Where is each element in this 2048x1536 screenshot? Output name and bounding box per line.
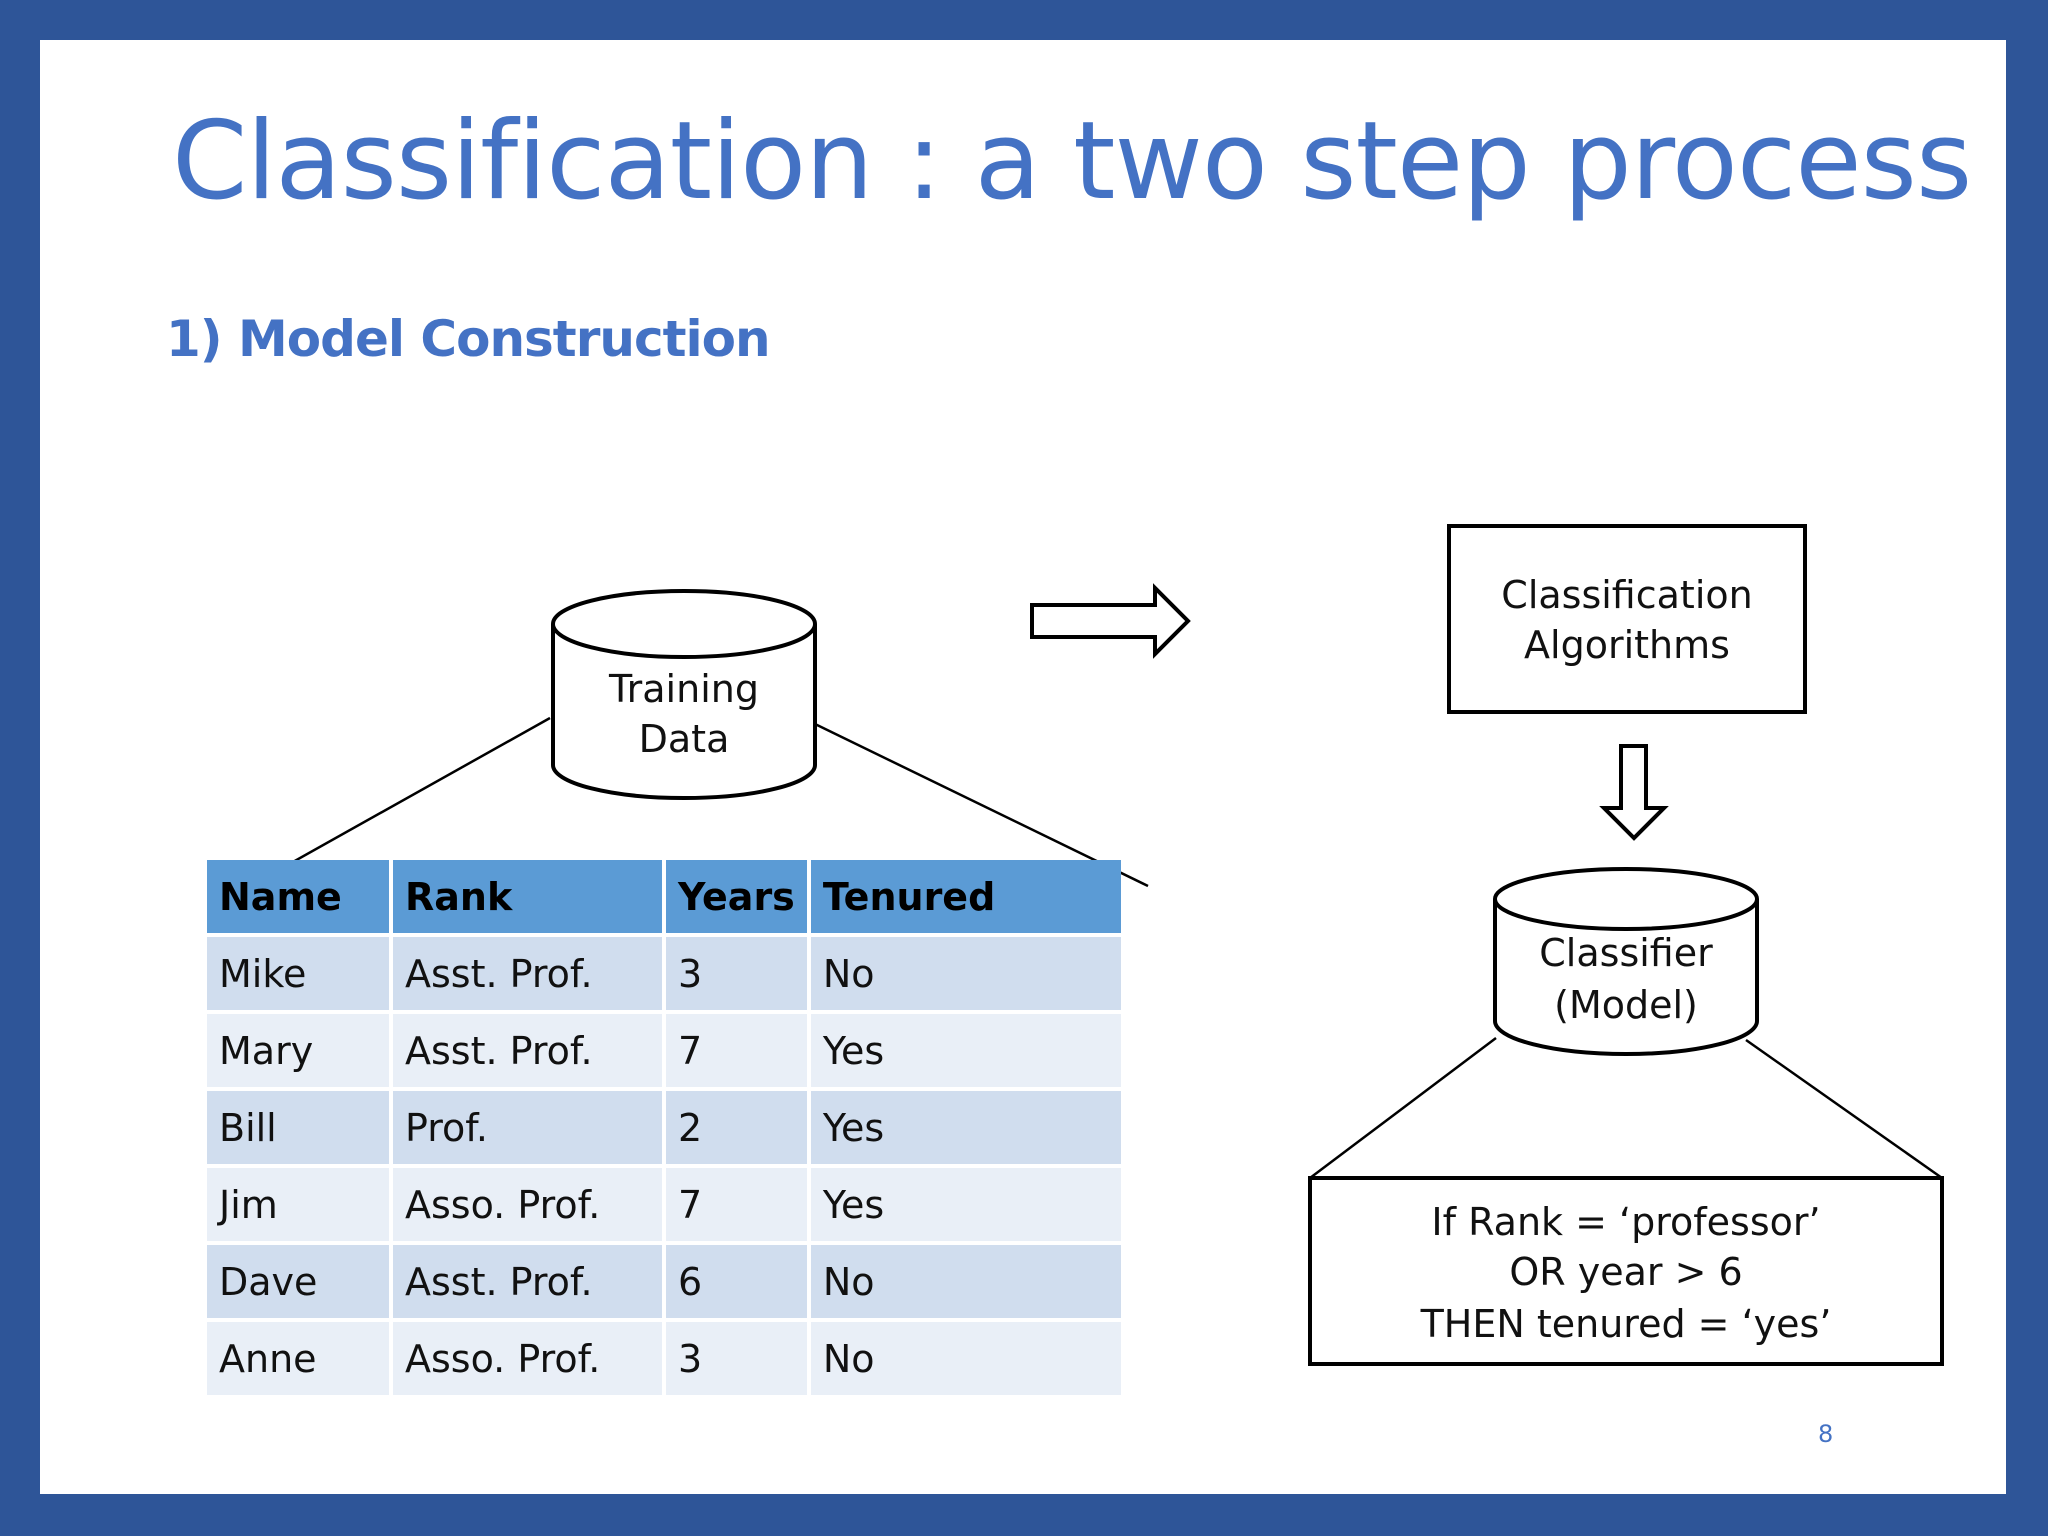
cell-rank: Asst. Prof. (393, 1245, 662, 1318)
training-data-cylinder: Training Data (551, 589, 817, 800)
cell-name: Mike (207, 937, 389, 1010)
table-row: Dave Asst. Prof. 6 No (207, 1245, 1121, 1318)
training-data-label-1: Training (608, 667, 759, 711)
training-data-label-2: Data (639, 717, 730, 761)
cell-rank: Prof. (393, 1091, 662, 1164)
cell-rank: Asso. Prof. (393, 1322, 662, 1395)
cell-years: 3 (666, 937, 807, 1010)
classifier-label-1: Classifier (1539, 931, 1713, 975)
classification-algorithms-box: Classification Algorithms (1447, 524, 1807, 714)
cell-tenured: No (810, 1322, 1121, 1395)
rule-line-3: THEN tenured = ‘yes’ (1420, 1302, 1832, 1346)
header-rank: Rank (393, 860, 662, 933)
cell-years: 7 (666, 1168, 807, 1241)
cell-years: 3 (666, 1322, 807, 1395)
cell-tenured: Yes (810, 1014, 1121, 1087)
cell-rank: Asst. Prof. (393, 937, 662, 1010)
cell-name: Dave (207, 1245, 389, 1318)
cell-name: Mary (207, 1014, 389, 1087)
classifier-cylinder: Classifier (Model) (1493, 867, 1759, 1056)
training-connector-right (814, 722, 1149, 888)
algorithms-label-1: Classification (1501, 573, 1752, 617)
cell-years: 2 (666, 1091, 807, 1164)
cell-tenured: Yes (810, 1168, 1121, 1241)
cell-rank: Asst. Prof. (393, 1014, 662, 1087)
classifier-label-2: (Model) (1554, 983, 1698, 1027)
cell-tenured: Yes (810, 1091, 1121, 1164)
slide-title: Classification : a two step process (172, 99, 1972, 224)
cell-years: 6 (666, 1245, 807, 1318)
right-arrow-icon (1030, 583, 1191, 659)
training-data-table: Name Rank Years Tenured Mike Asst. Prof.… (203, 856, 1125, 1399)
cell-name: Bill (207, 1091, 389, 1164)
cell-years: 7 (666, 1014, 807, 1087)
classifier-connector-left (1309, 1037, 1497, 1179)
header-years: Years (666, 860, 807, 933)
table-header-row: Name Rank Years Tenured (207, 860, 1121, 933)
down-arrow-icon (1599, 744, 1669, 841)
header-tenured: Tenured (810, 860, 1121, 933)
table-row: Anne Asso. Prof. 3 No (207, 1322, 1121, 1395)
cell-rank: Asso. Prof. (393, 1168, 662, 1241)
training-connector-left (249, 716, 551, 888)
table-row: Mary Asst. Prof. 7 Yes (207, 1014, 1121, 1087)
table-row: Mike Asst. Prof. 3 No (207, 937, 1121, 1010)
table-row: Jim Asso. Prof. 7 Yes (207, 1168, 1121, 1241)
classifier-connector-right (1745, 1038, 1943, 1180)
table-row: Bill Prof. 2 Yes (207, 1091, 1121, 1164)
cell-tenured: No (810, 1245, 1121, 1318)
cell-name: Jim (207, 1168, 389, 1241)
header-name: Name (207, 860, 389, 933)
cell-tenured: No (810, 937, 1121, 1010)
algorithms-label-2: Algorithms (1524, 623, 1730, 667)
cell-name: Anne (207, 1322, 389, 1395)
page-number: 8 (1818, 1420, 1834, 1448)
rule-line-1: If Rank = ‘professor’ (1431, 1200, 1820, 1244)
slide-subtitle: 1) Model Construction (166, 310, 771, 368)
rule-box: If Rank = ‘professor’ OR year > 6 THEN t… (1308, 1176, 1944, 1366)
rule-line-2: OR year > 6 (1509, 1250, 1742, 1294)
